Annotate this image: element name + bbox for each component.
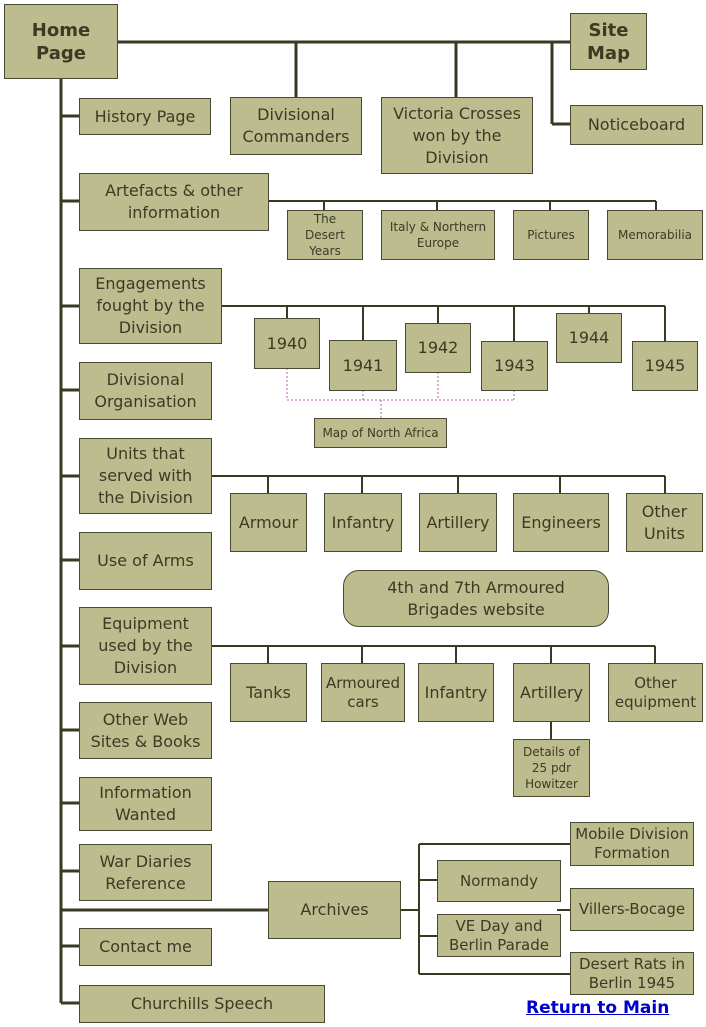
ve-day-label: VE Day and Berlin Parade: [449, 916, 549, 954]
tanks-label: Tanks: [246, 682, 291, 702]
divisional-organisation-label: Divisional Organisation: [94, 370, 197, 411]
year-1943-label: 1943: [494, 356, 535, 375]
artefacts-label: Artefacts & other information: [105, 181, 243, 222]
pictures-label: Pictures: [527, 228, 575, 242]
return-to-main-link[interactable]: Return to Main: [526, 998, 670, 1018]
engagements-box[interactable]: Engagements fought by the Division: [79, 268, 222, 344]
memorabilia-box[interactable]: Memorabilia: [607, 210, 703, 260]
history-page-label: History Page: [94, 106, 196, 126]
normandy-label: Normandy: [459, 871, 538, 890]
italy-northern-europe-box[interactable]: Italy & Northern Europe: [381, 210, 495, 260]
war-diaries-box[interactable]: War Diaries Reference: [79, 844, 212, 901]
armoured-cars-box[interactable]: Armoured cars: [321, 663, 405, 722]
equipment-label: Equipment used by the Division: [98, 614, 193, 677]
other-web-sites-label: Other Web Sites & Books: [90, 709, 201, 751]
armour-label: Armour: [238, 512, 299, 532]
villers-bocage-label: Villers-Bocage: [578, 900, 686, 918]
infantry-equipment-box[interactable]: Infantry: [418, 663, 494, 722]
other-web-sites-box[interactable]: Other Web Sites & Books: [79, 702, 212, 759]
year-1941-box[interactable]: 1941: [329, 340, 397, 391]
infantry-units-box[interactable]: Infantry: [324, 493, 402, 552]
armoured-brigades-website-label: 4th and 7th Armoured Brigades website: [387, 577, 565, 619]
armoured-brigades-website-box[interactable]: 4th and 7th Armoured Brigades website: [343, 570, 609, 627]
ve-day-box[interactable]: VE Day and Berlin Parade: [437, 914, 561, 957]
churchills-speech-box[interactable]: Churchills Speech: [79, 985, 325, 1023]
use-of-arms-box[interactable]: Use of Arms: [79, 532, 212, 590]
information-wanted-box[interactable]: Information Wanted: [79, 777, 212, 831]
year-1942-label: 1942: [417, 338, 459, 357]
year-1940-label: 1940: [266, 333, 308, 353]
artillery-units-label: Artillery: [426, 512, 490, 532]
year-1945-label: 1945: [644, 356, 686, 375]
year-1945-box[interactable]: 1945: [632, 341, 698, 391]
noticeboard-box[interactable]: Noticeboard: [570, 105, 703, 145]
italy-northern-europe-label: Italy & Northern Europe: [389, 220, 487, 250]
contact-me-label: Contact me: [99, 937, 192, 956]
armour-box[interactable]: Armour: [230, 493, 307, 552]
infantry-equipment-label: Infantry: [424, 682, 488, 702]
normandy-box[interactable]: Normandy: [437, 860, 561, 902]
divisional-commanders-box[interactable]: Divisional Commanders: [230, 97, 362, 155]
victoria-crosses-box[interactable]: Victoria Crosses won by the Division: [381, 97, 533, 174]
equipment-box[interactable]: Equipment used by the Division: [79, 607, 212, 685]
divisional-commanders-label: Divisional Commanders: [242, 105, 350, 146]
units-label: Units that served with the Division: [98, 444, 193, 507]
information-wanted-label: Information Wanted: [99, 783, 192, 824]
artillery-units-box[interactable]: Artillery: [419, 493, 497, 552]
archives-box[interactable]: Archives: [268, 881, 401, 939]
noticeboard-label: Noticeboard: [587, 115, 686, 134]
memorabilia-label: Memorabilia: [617, 228, 693, 242]
year-1940-box[interactable]: 1940: [254, 318, 320, 369]
other-equipment-label: Other equipment: [614, 673, 697, 711]
desert-rats-berlin-box[interactable]: Desert Rats in Berlin 1945: [570, 952, 694, 995]
map-north-africa-box[interactable]: Map of North Africa: [314, 418, 447, 448]
home-page-label: Home Page: [31, 19, 91, 64]
other-units-box[interactable]: Other Units: [626, 493, 703, 552]
war-diaries-label: War Diaries Reference: [99, 851, 192, 893]
site-map-box[interactable]: Site Map: [570, 13, 647, 70]
other-units-label: Other Units: [641, 501, 688, 543]
villers-bocage-box[interactable]: Villers-Bocage: [570, 888, 694, 931]
engineers-label: Engineers: [521, 512, 601, 532]
mobile-division-box[interactable]: Mobile Division Formation: [570, 822, 694, 866]
year-1942-box[interactable]: 1942: [405, 323, 471, 373]
engagements-label: Engagements fought by the Division: [95, 274, 206, 337]
churchills-speech-label: Churchills Speech: [130, 994, 274, 1013]
artillery-equipment-box[interactable]: Artillery: [513, 663, 590, 722]
home-page-box[interactable]: Home Page: [4, 4, 118, 79]
use-of-arms-label: Use of Arms: [97, 551, 194, 570]
armoured-cars-label: Armoured cars: [325, 673, 401, 711]
divisional-organisation-box[interactable]: Divisional Organisation: [79, 362, 212, 420]
details-25pdr-box[interactable]: Details of 25 pdr Howitzer: [513, 739, 590, 797]
archives-label: Archives: [300, 900, 369, 919]
pictures-box[interactable]: Pictures: [513, 210, 589, 260]
year-1943-box[interactable]: 1943: [481, 341, 548, 391]
desert-rats-berlin-label: Desert Rats in Berlin 1945: [578, 954, 686, 992]
mobile-division-label: Mobile Division Formation: [575, 825, 689, 862]
history-page-box[interactable]: History Page: [79, 98, 211, 135]
desert-years-box[interactable]: The Desert Years: [287, 210, 363, 260]
units-box[interactable]: Units that served with the Division: [79, 438, 212, 514]
engineers-box[interactable]: Engineers: [513, 493, 609, 552]
infantry-units-label: Infantry: [331, 512, 395, 532]
artefacts-box[interactable]: Artefacts & other information: [79, 173, 269, 231]
other-equipment-box[interactable]: Other equipment: [608, 663, 703, 722]
year-1941-label: 1941: [342, 355, 384, 375]
victoria-crosses-label: Victoria Crosses won by the Division: [393, 103, 521, 167]
tanks-box[interactable]: Tanks: [230, 663, 307, 722]
contact-me-box[interactable]: Contact me: [79, 928, 212, 966]
map-north-africa-label: Map of North Africa: [322, 426, 439, 440]
details-25pdr-label: Details of 25 pdr Howitzer: [523, 745, 580, 791]
year-1944-box[interactable]: 1944: [556, 313, 622, 363]
desert-years-label: The Desert Years: [305, 212, 345, 258]
artillery-equipment-label: Artillery: [519, 682, 584, 702]
year-1944-label: 1944: [568, 328, 610, 347]
site-map-label: Site Map: [587, 19, 630, 64]
